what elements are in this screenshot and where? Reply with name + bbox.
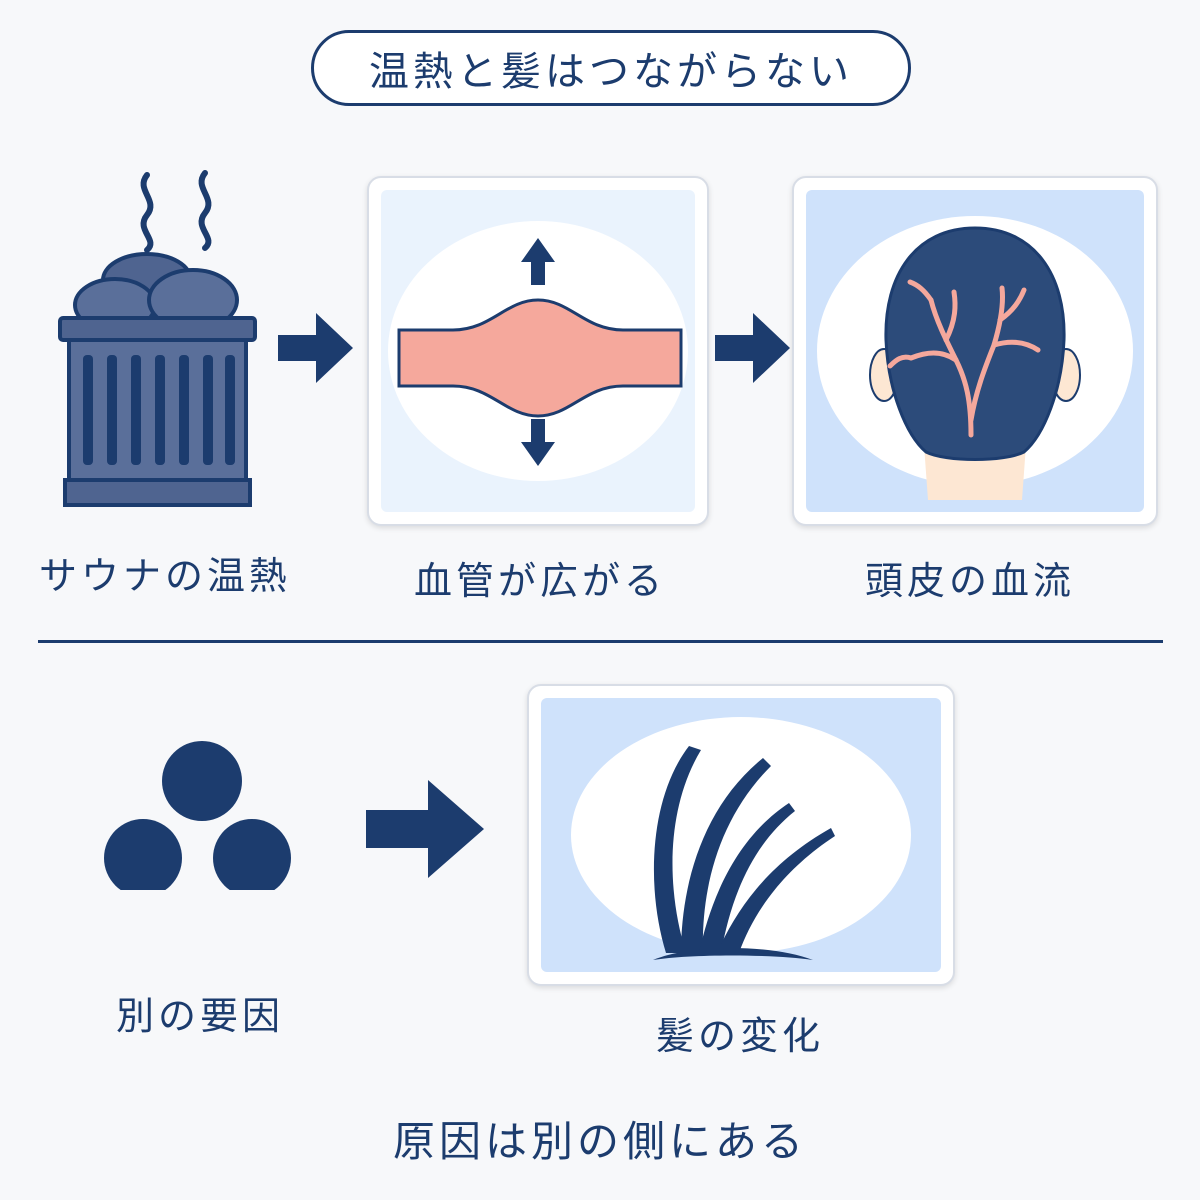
label-scalp-blood-flow: 頭皮の血流 bbox=[864, 559, 1075, 603]
title-banner: 温熱と髪はつながらない bbox=[311, 30, 911, 106]
section-divider bbox=[38, 640, 1163, 643]
vessel-card bbox=[367, 176, 709, 526]
label-vessel-dilation: 血管が広がる bbox=[413, 559, 666, 603]
scalp-card bbox=[792, 176, 1158, 526]
arrow-right-icon bbox=[715, 313, 790, 383]
three-dots-icon bbox=[100, 740, 295, 890]
sauna-stove-icon bbox=[55, 165, 260, 510]
label-hair-change: 髪の変化 bbox=[655, 1014, 824, 1058]
scalp-blood-flow-icon bbox=[817, 216, 1133, 500]
vessel-dilation-icon bbox=[388, 221, 688, 481]
arrow-right-icon bbox=[278, 313, 353, 383]
hair-strands-icon bbox=[571, 717, 911, 960]
conclusion-text: 原因は別の側にある bbox=[392, 1117, 807, 1166]
label-other-factors: 別の要因 bbox=[115, 994, 284, 1038]
page-title: 温熱と髪はつながらない bbox=[369, 49, 853, 95]
arrow-right-icon bbox=[366, 780, 484, 878]
hair-card bbox=[527, 684, 955, 986]
label-sauna-heat: サウナの温熱 bbox=[38, 554, 291, 598]
